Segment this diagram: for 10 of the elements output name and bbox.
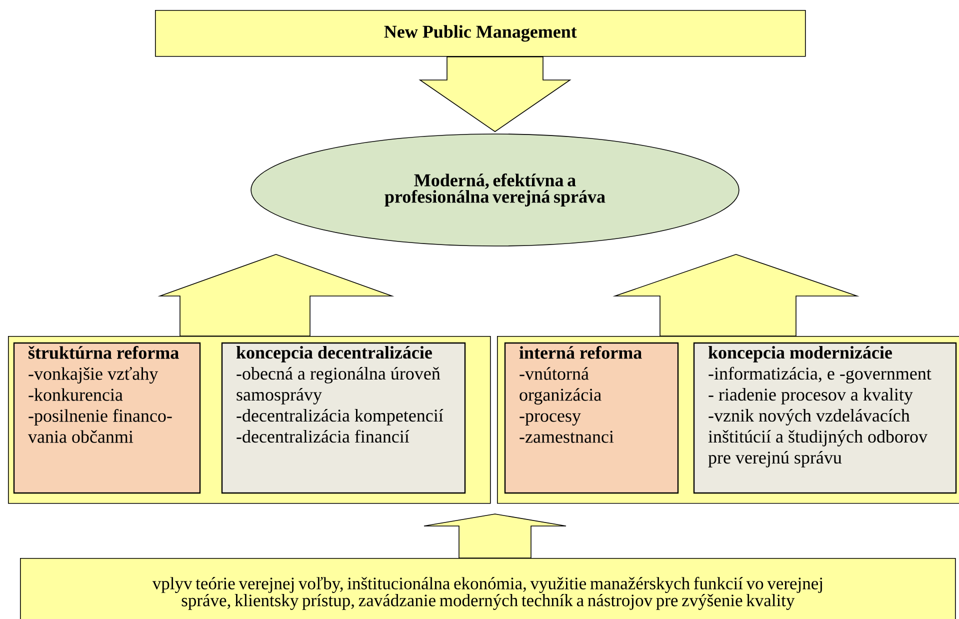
reform-box: interná reforma -vnútorná organizácia -procesy -zamestnanci [504,342,679,494]
block-arrow [418,56,572,132]
concept-box: koncepcia decentralizácie -obecná a regionálna úroveň samosprávy -decentralizácia kompetencií -decentralizácia financií [221,342,466,494]
reform-box: štruktúrna reforma -vonkajšie vzťahy -konkurencia -posilnenie financo- vania občanmi [13,342,201,494]
block-arrow [158,254,394,336]
concept-box: koncepcia modernizácie -informatizácia, e -government - riadenie procesov a kvality -vznik nových vzdelávacích inštitúcií a študijných odborov pre verejnú správu [693,342,957,494]
block-arrow [424,514,566,558]
influence-box: vplyv teórie verejnej voľby, inštitucionálna ekonómia, využitie manažérskych funkcií vo verejnej správe, klientsky prístup, zavádzanie moderných techník a nástrojov pre zvýšenie kvality [20,558,956,619]
title-box: New Public Management [155,10,806,57]
block-arrow [612,254,860,336]
